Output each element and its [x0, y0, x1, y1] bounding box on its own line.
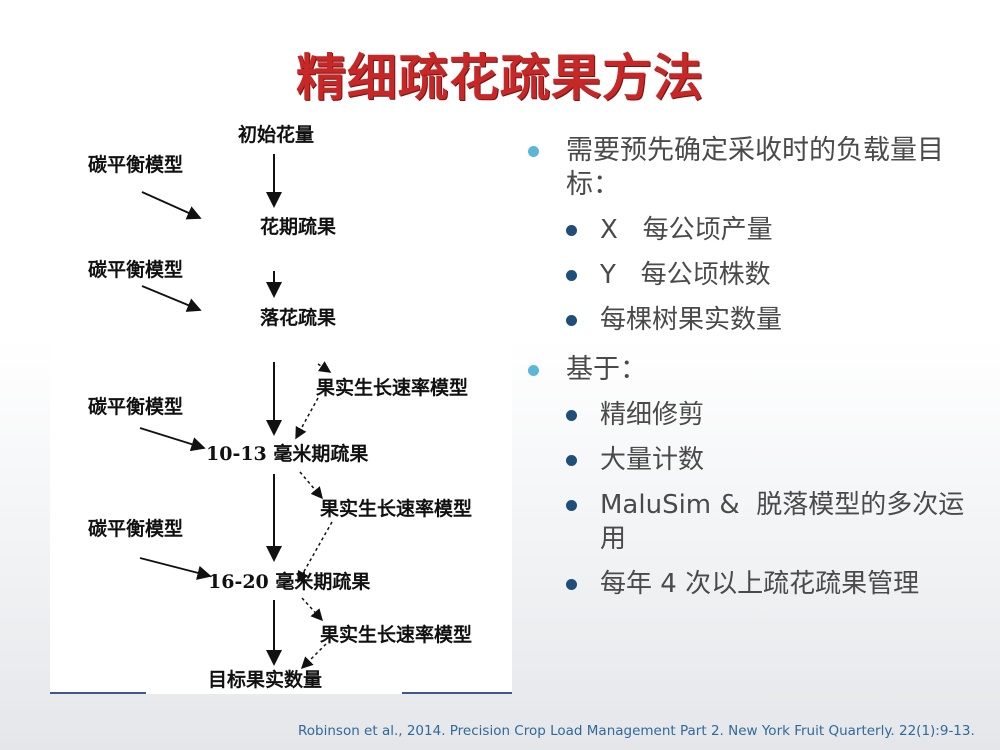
flow-growth-1: 果实生长速率模型: [316, 377, 469, 399]
divider-bottom-left: [50, 692, 146, 694]
bullet-dot-icon: [566, 315, 577, 326]
reference-citation: Robinson et al., 2014. Precision Crop Lo…: [298, 723, 975, 739]
flow-arrows: [139, 154, 333, 670]
sub-bullet: MaluSim & 脱落模型的多次运用: [522, 488, 982, 556]
bullet-dot-icon: [528, 146, 539, 157]
bullet-dot-icon: [566, 410, 577, 421]
sub-bullet: 精细修剪: [522, 398, 982, 432]
bullet-dot-icon: [528, 365, 539, 376]
flow-carbon-2: 碳平衡模型: [88, 259, 184, 281]
bullet-dot-icon: [566, 455, 577, 466]
arrow-dash-6: [300, 643, 327, 670]
arrow-dash-2: [295, 397, 319, 440]
sub-bullet: 每棵树果实数量: [522, 303, 982, 337]
sub-bullet: X 每公顷产量: [522, 213, 982, 247]
arrow-carbon-1: [141, 191, 202, 220]
bullet-text: 需要预先确定采收时的负载量目标：: [566, 135, 944, 200]
sub-bullet: 每年 4 次以上疏花疏果管理: [522, 567, 982, 601]
arrow-carbon-2: [141, 285, 202, 312]
flow-carbon-1: 碳平衡模型: [88, 154, 184, 176]
flow-diagram: 初始花量 碳平衡模型 花期疏果 碳平衡模型 落花疏果 果实生长速率模型 碳平衡模…: [50, 116, 512, 694]
arrow-carbon-3: [139, 427, 206, 452]
sub-bullet-text: Y 每公顷株数: [600, 260, 771, 290]
flow-16-20: 16-20 毫米期疏果: [208, 571, 371, 593]
flow-bloom: 花期疏果: [260, 216, 337, 238]
bullet-list: 需要预先确定采收时的负载量目标： X 每公顷产量 Y 每公顷株数 每棵树果实数量…: [522, 134, 982, 601]
flow-growth-3: 果实生长速率模型: [320, 624, 473, 646]
arrow-dash-3: [299, 471, 323, 500]
bullet-text: 基于：: [566, 354, 647, 385]
flow-growth-2: 果实生长速率模型: [320, 498, 473, 520]
arrow-dash-5: [301, 597, 324, 622]
flow-10-13: 10-13 毫米期疏果: [206, 443, 369, 465]
divider-bottom-right: [402, 692, 512, 694]
sub-bullet-text: MaluSim & 脱落模型的多次运用: [600, 490, 965, 554]
flow-initial: 初始花量: [238, 124, 315, 146]
bullet-target: 需要预先确定采收时的负载量目标：: [522, 134, 982, 202]
sub-bullet-text: 精细修剪: [600, 400, 705, 430]
sub-bullet-text: 每年 4 次以上疏花疏果管理: [600, 569, 920, 599]
arrow-carbon-4: [139, 557, 212, 580]
sub-bullet-text: X 每公顷产量: [600, 215, 773, 245]
bullet-dot-icon: [566, 579, 577, 590]
flow-target: 目标果实数量: [208, 669, 323, 691]
flow-petalfall: 落花疏果: [260, 307, 337, 329]
sub-bullet-text: 每棵树果实数量: [600, 305, 783, 335]
arrow-dash-1: [317, 361, 332, 373]
slide-title: 精细疏花疏果方法: [296, 48, 704, 107]
sub-bullet-text: 大量计数: [600, 445, 705, 475]
bullet-based-on: 基于：: [522, 353, 982, 387]
bullet-dot-icon: [566, 500, 577, 511]
bullet-dot-icon: [566, 270, 577, 281]
sub-bullet: Y 每公顷株数: [522, 258, 982, 292]
bullet-dot-icon: [566, 225, 577, 236]
flow-carbon-3: 碳平衡模型: [88, 396, 184, 418]
flow-carbon-4: 碳平衡模型: [88, 518, 184, 540]
sub-bullet: 大量计数: [522, 443, 982, 477]
